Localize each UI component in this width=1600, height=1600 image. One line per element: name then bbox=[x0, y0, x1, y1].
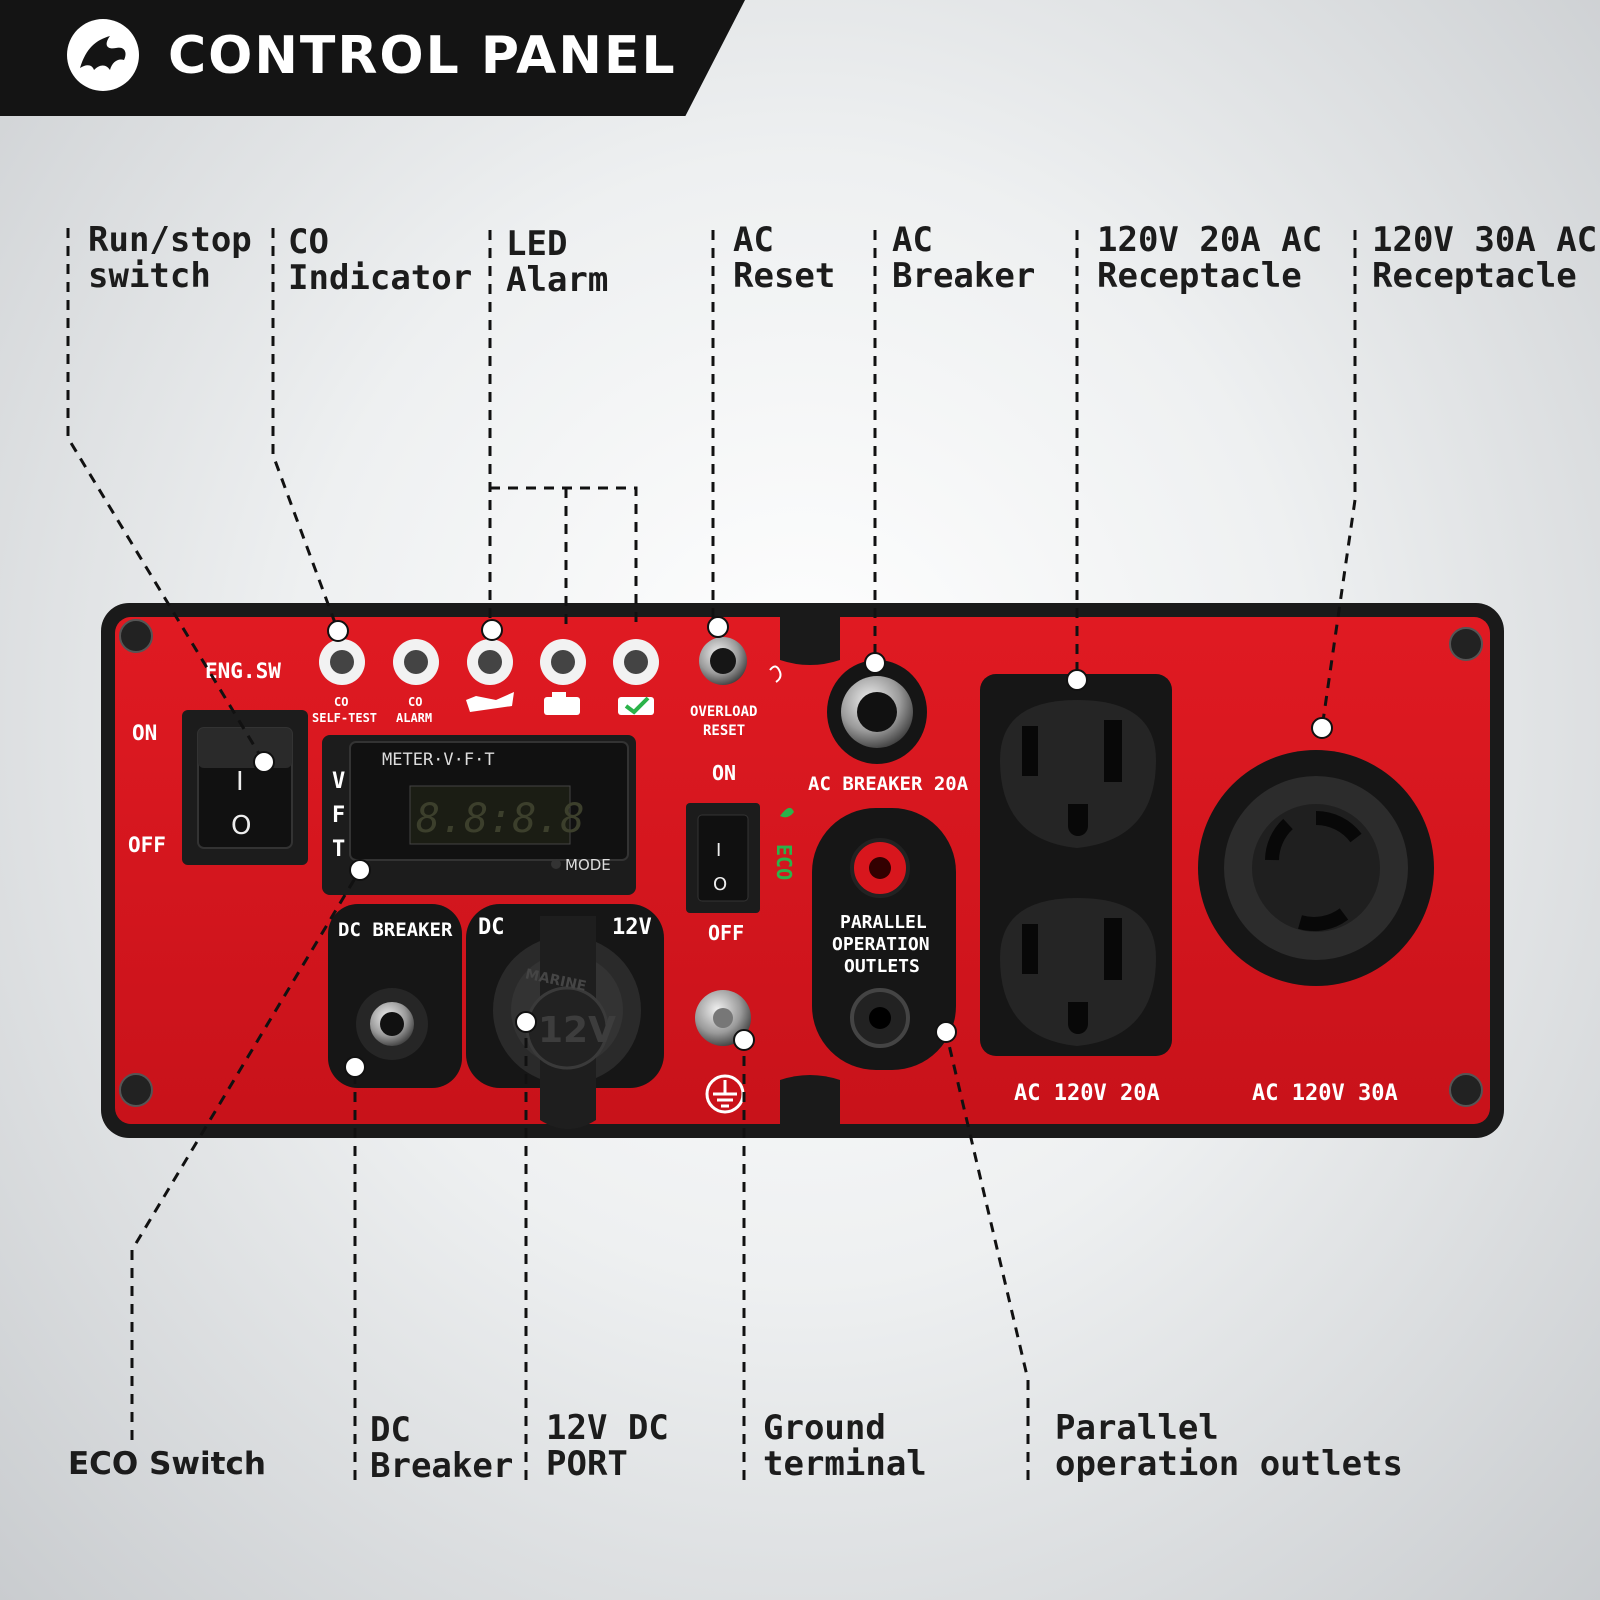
overload-label-1: OVERLOAD bbox=[690, 704, 757, 720]
callout-ac-reset: AC Reset bbox=[733, 220, 836, 296]
marker-dot bbox=[935, 1021, 957, 1043]
vft-v: V bbox=[332, 769, 345, 794]
switch-on-mark: I bbox=[236, 767, 244, 797]
mode-button[interactable] bbox=[551, 859, 561, 869]
eng-on-label: ON bbox=[132, 721, 157, 745]
leader-30a bbox=[1320, 230, 1357, 729]
output-ready-icon bbox=[618, 696, 654, 715]
engine-icon bbox=[544, 692, 580, 715]
marker-dot bbox=[707, 616, 729, 638]
marker-dot bbox=[253, 751, 275, 773]
co-alarm-led bbox=[393, 639, 439, 685]
ac-20a-outlet-top[interactable] bbox=[1000, 700, 1156, 848]
eco-switch-on-mark: I bbox=[716, 840, 721, 861]
callout-eco-switch: ECO Switch bbox=[68, 1446, 266, 1482]
screw-icon bbox=[119, 1073, 153, 1107]
switch-off-mark: O bbox=[231, 811, 251, 841]
parallel-label-3: OUTLETS bbox=[844, 956, 920, 977]
marker-dot bbox=[515, 1011, 537, 1033]
ac-breaker-button[interactable] bbox=[827, 660, 927, 764]
parallel-label-2: OPERATION bbox=[832, 934, 930, 955]
callout-ground-terminal: Ground terminal bbox=[763, 1408, 927, 1484]
ac-breaker-label: AC BREAKER 20A bbox=[808, 773, 969, 795]
marker-dot bbox=[733, 1029, 755, 1051]
eco-label: ECO bbox=[772, 844, 796, 880]
screw-icon bbox=[119, 619, 153, 653]
ac-30a-label: AC 120V 30A bbox=[1252, 1081, 1398, 1106]
eco-on-label: ON bbox=[712, 761, 736, 785]
touch-icon bbox=[769, 665, 782, 683]
eco-switch-off-mark: O bbox=[713, 874, 727, 895]
callout-led-alarm: LED Alarm bbox=[506, 224, 609, 300]
dc-label: DC bbox=[478, 915, 505, 940]
marker-dot bbox=[344, 1056, 366, 1078]
overload-label-2: RESET bbox=[703, 723, 745, 739]
meter-readout: 8.8:8.8 bbox=[416, 796, 585, 842]
oil-alarm-led bbox=[467, 639, 513, 685]
vft-t: T bbox=[332, 837, 345, 862]
parallel-label-1: PARALLEL bbox=[840, 912, 927, 933]
callout-run-stop-switch: Run/stop switch bbox=[88, 220, 252, 296]
meter-title: METER·V·F·T bbox=[382, 750, 495, 770]
eco-off-label: OFF bbox=[708, 921, 744, 945]
co-alarm-label-1: CO bbox=[408, 695, 422, 709]
callout-ac-breaker: AC Breaker bbox=[892, 220, 1036, 296]
callout-parallel-outlets: Parallel operation outlets bbox=[1055, 1408, 1403, 1484]
screw-icon bbox=[1449, 627, 1483, 661]
callout-receptacle-20a: 120V 20A AC Receptacle bbox=[1097, 220, 1323, 296]
output-ready-led bbox=[613, 639, 659, 685]
mode-label: MODE bbox=[565, 856, 611, 874]
marker-dot bbox=[481, 619, 503, 641]
marker-dot bbox=[1311, 717, 1333, 739]
callout-dc-breaker: DC Breaker bbox=[370, 1410, 514, 1486]
callout-co-indicator: CO Indicator bbox=[288, 222, 473, 298]
cap-12v-label: 12V bbox=[538, 1010, 616, 1051]
marker-dot bbox=[864, 652, 886, 674]
leaf-icon bbox=[780, 807, 794, 818]
marker-dot bbox=[1066, 669, 1088, 691]
led-row bbox=[319, 639, 659, 685]
eng-off-label: OFF bbox=[128, 833, 166, 857]
co-alarm-label-2: ALARM bbox=[396, 711, 432, 725]
header-banner: CONTROL PANEL bbox=[0, 0, 745, 116]
marker-dot bbox=[349, 859, 371, 881]
leader-run-stop bbox=[66, 228, 266, 763]
eng-sw-label: ENG.SW bbox=[205, 659, 281, 683]
leader-eco bbox=[130, 869, 362, 1440]
vft-meter: METER·V·F·T 8.8:8.8 MODE V F T bbox=[322, 735, 636, 895]
dc-12v-label: 12V bbox=[612, 915, 652, 940]
page-title: CONTROL PANEL bbox=[168, 26, 677, 86]
co-self-test-led bbox=[319, 639, 365, 685]
leader-led-bracket bbox=[490, 486, 638, 630]
marker-dot bbox=[327, 620, 349, 642]
dc-12v-port[interactable]: 12V MARINE bbox=[493, 916, 641, 1129]
leader-co-indicator bbox=[271, 228, 340, 632]
ac-20a-outlet-bottom[interactable] bbox=[1000, 898, 1156, 1046]
ac-reset-button[interactable] bbox=[699, 637, 747, 685]
parallel-outlets-panel bbox=[812, 808, 956, 1070]
eco-switch[interactable]: I O bbox=[686, 803, 760, 913]
callout-dc-port: 12V DC PORT bbox=[546, 1408, 669, 1484]
callout-receptacle-30a: 120V 30A AC Receptacle bbox=[1372, 220, 1598, 296]
co-self-test-label-2: SELF-TEST bbox=[312, 711, 377, 725]
dc-breaker-label: DC BREAKER bbox=[338, 919, 453, 941]
co-self-test-label-1: CO bbox=[334, 695, 348, 709]
bird-logo-icon bbox=[67, 19, 139, 91]
ac-20a-label: AC 120V 20A bbox=[1014, 1081, 1160, 1106]
vft-f: F bbox=[332, 803, 345, 828]
ac-30a-receptacle[interactable] bbox=[1198, 750, 1434, 986]
oil-can-icon bbox=[466, 692, 514, 712]
overload-alarm-led bbox=[540, 639, 586, 685]
screw-icon bbox=[1449, 1073, 1483, 1107]
leader-parallel bbox=[944, 1031, 1030, 1480]
dc-breaker-button[interactable] bbox=[356, 988, 428, 1060]
